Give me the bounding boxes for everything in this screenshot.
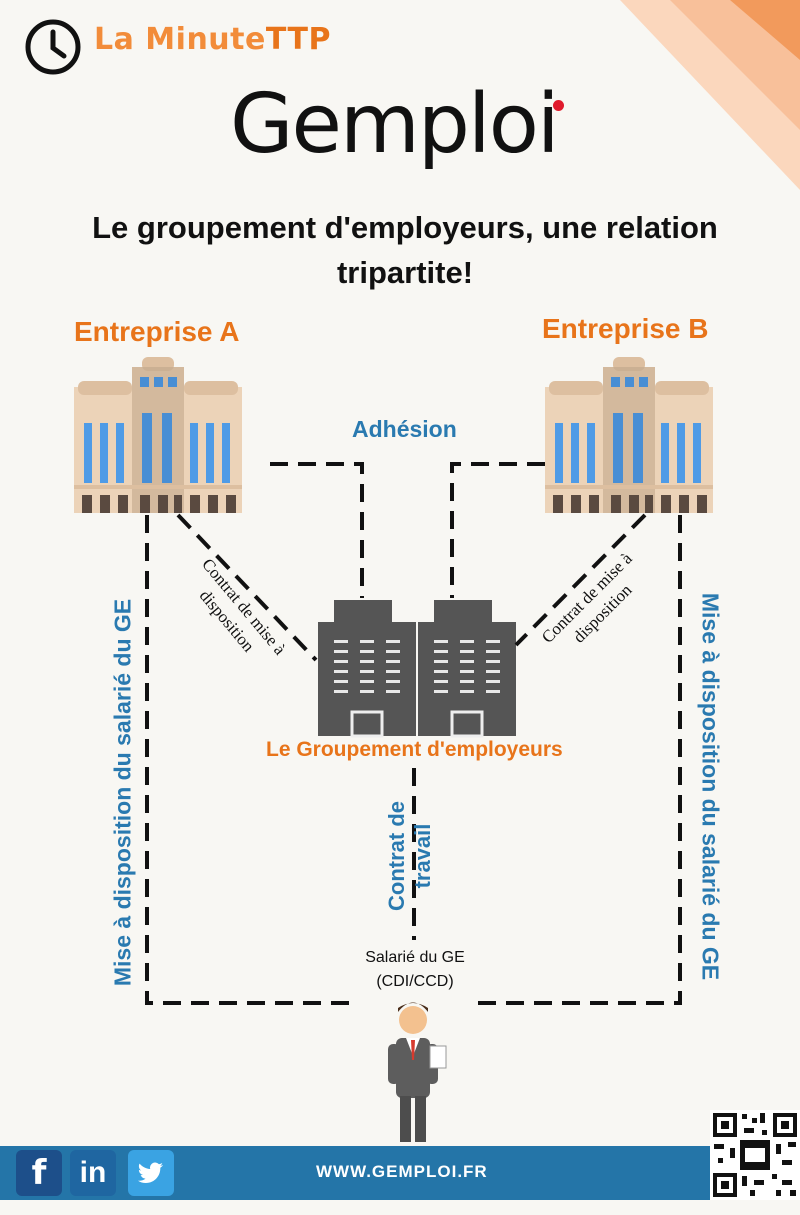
ge-building-left-icon bbox=[316, 598, 418, 738]
adhesion-label: Adhésion bbox=[352, 416, 457, 442]
tag-part-2: TTP bbox=[265, 22, 331, 57]
contrat-travail-label: Contrat de travail bbox=[384, 796, 436, 916]
tag-part-1: La Minute bbox=[94, 22, 266, 57]
contrat-connector-right bbox=[514, 513, 647, 647]
linkedin-icon[interactable]: in bbox=[70, 1150, 116, 1196]
website-link[interactable]: WWW.GEMPLOI.FR bbox=[316, 1162, 488, 1181]
mise-disposition-connector-right bbox=[470, 515, 682, 1005]
twitter-bird-icon bbox=[138, 1162, 163, 1183]
twitter-icon[interactable] bbox=[128, 1150, 174, 1196]
salarie-line2: (CDI/CCD) bbox=[376, 973, 454, 990]
mise-disposition-connector-left bbox=[145, 515, 352, 1005]
contrat-connector-left bbox=[176, 513, 318, 662]
ge-building-right-icon bbox=[416, 598, 518, 738]
qr-code-icon bbox=[710, 1110, 800, 1200]
contrat-travail-line2: travail bbox=[410, 823, 435, 889]
brand-text: Gemploi bbox=[230, 77, 560, 172]
adhesion-connector-right bbox=[450, 462, 545, 598]
salarie-line1: Salarié du GE bbox=[365, 949, 465, 966]
entreprise-a-label: Entreprise A bbox=[74, 316, 240, 347]
gemploi-logo: Gemploi bbox=[230, 84, 564, 166]
clock-icon bbox=[25, 19, 81, 75]
corner-decoration bbox=[620, 0, 800, 190]
entreprise-b-label: Entreprise B bbox=[542, 313, 709, 344]
facebook-icon[interactable]: f bbox=[16, 1150, 62, 1196]
salarie-label: Salarié du GE (CDI/CCD) bbox=[340, 946, 490, 994]
mise-disposition-left-label: Mise à disposition du salarié du GE bbox=[109, 598, 136, 987]
page-title: Le groupement d'employeurs, une relation… bbox=[92, 210, 718, 290]
entreprise-b-building-icon bbox=[545, 357, 713, 513]
groupement-employeurs-label: Le Groupement d'employeurs bbox=[266, 738, 563, 761]
la-minute-ttp-tag: La MinuteTTP bbox=[94, 22, 331, 57]
logo-red-dot bbox=[552, 100, 564, 111]
salarie-person-icon bbox=[388, 1002, 447, 1142]
footer-bar: f in WWW.GEMPLOI.FR bbox=[0, 1146, 800, 1200]
adhesion-connector-left bbox=[270, 462, 364, 598]
mise-disposition-right-label: Mise à disposition du salarié du GE bbox=[697, 592, 724, 981]
contrat-travail-line1: Contrat de bbox=[384, 801, 409, 911]
entreprise-a-building-icon bbox=[74, 357, 242, 513]
